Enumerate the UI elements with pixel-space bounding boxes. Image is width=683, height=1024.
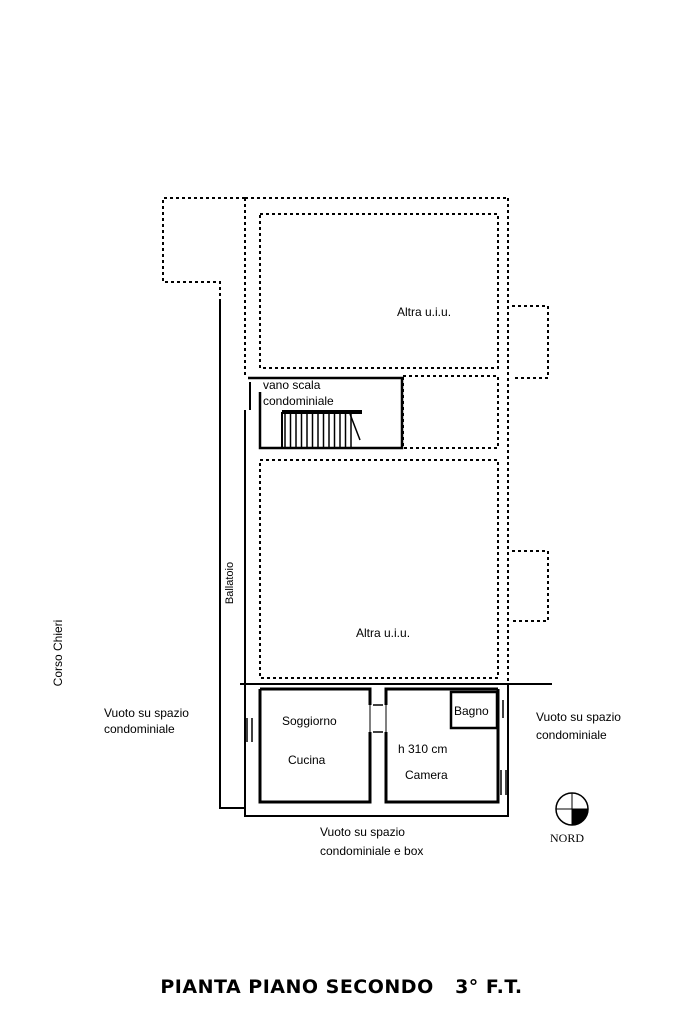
plan-title: PIANTA PIANO SECONDO 3° F.T. xyxy=(160,976,523,998)
label-vuoto-right-line1: Vuoto su spazio xyxy=(536,710,621,724)
label-vuoto-left-line1: Vuoto su spazio xyxy=(104,706,189,720)
label-cucina: Cucina xyxy=(288,753,326,767)
label-nord: NORD xyxy=(550,831,584,845)
label-soggiorno: Soggiorno xyxy=(282,714,337,728)
label-vuoto-bottom-line1: Vuoto su spazio xyxy=(320,825,405,839)
label-vuoto-left-line2: condominiale xyxy=(104,722,175,736)
label-camera: Camera xyxy=(405,768,448,782)
label-altra-uiu-bottom: Altra u.i.u. xyxy=(356,626,410,640)
apartment-outline xyxy=(244,683,509,817)
label-vano-scala-line2: condominiale xyxy=(263,394,334,408)
outer-building-outline xyxy=(162,197,549,682)
label-vuoto-right-line2: condominiale xyxy=(536,728,607,742)
stairwell xyxy=(248,376,404,450)
stair-direction-line xyxy=(349,413,361,441)
label-corso-chieri: Corso Chieri xyxy=(51,620,65,687)
label-bagno: Bagno xyxy=(454,704,489,718)
label-vano-scala-line1: vano scala xyxy=(263,378,321,392)
label-ballatoio: Ballatoio xyxy=(224,562,236,604)
label-height: h 310 cm xyxy=(398,742,447,756)
label-vuoto-bottom-line2: condominiale e box xyxy=(320,844,423,858)
label-altra-uiu-top: Altra u.i.u. xyxy=(397,305,451,319)
north-arrow-icon xyxy=(555,792,589,826)
